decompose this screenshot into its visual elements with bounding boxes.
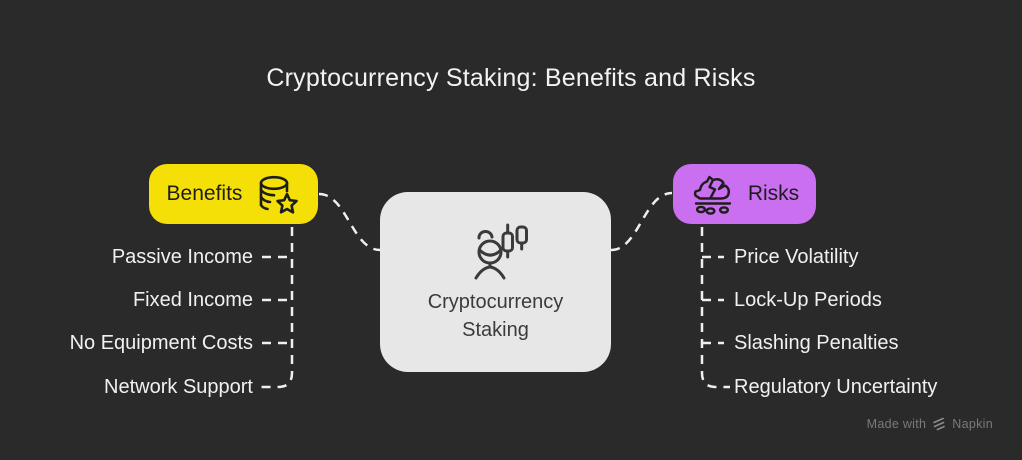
benefits-label: Benefits [166,182,243,205]
center-node-label: Cryptocurrency Staking [427,291,564,341]
risks-label: Risks [747,182,800,205]
benefits-to-center-curve [318,192,381,252]
risk-item-price-volatility: Price Volatility [734,246,859,268]
broken-piggy-bank-icon [693,175,732,215]
made-with-napkin: Made with Napkin [867,416,993,431]
risks-node: Risks [673,164,816,224]
risk-item-regulatory-uncertainty: Regulatory Uncertainty [734,376,938,398]
center-to-risks-curve [610,191,673,252]
coins-star-icon [260,175,299,214]
benefit-item-no-equipment-costs: No Equipment Costs [69,332,253,354]
benefit-item-network-support: Network Support [104,376,253,398]
risk-item-lock-up-periods: Lock-Up Periods [734,289,882,311]
risks-trunk-line [700,227,730,389]
risk-item-slashing-penalties: Slashing Penalties [734,332,899,354]
brand-text: Napkin [952,416,993,431]
benefit-item-fixed-income: Fixed Income [132,289,253,311]
benefits-trunk-line [260,227,294,389]
benefits-node: Benefits [149,164,318,224]
staking-person-candlestick-icon [474,223,528,280]
napkin-logo-icon [933,417,946,431]
benefit-item-passive-income: Passive Income [111,246,253,268]
diagram-title: Cryptocurrency Staking: Benefits and Ris… [266,64,756,92]
star-shape [276,192,299,214]
made-with-text: Made with [866,416,927,431]
cryptocurrency-staking-node: Cryptocurrency Staking [380,192,611,372]
